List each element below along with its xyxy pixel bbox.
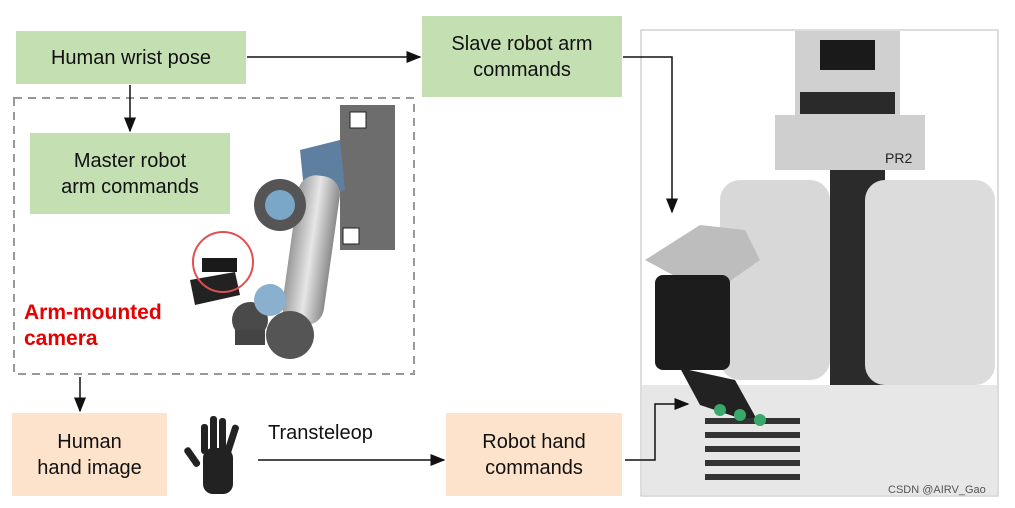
- pr2-body-text: PR2: [885, 150, 912, 166]
- arm-mounted-camera-label: Arm-mounted camera: [24, 300, 162, 353]
- master-robot-arm-box: Master robot arm commands: [30, 133, 230, 214]
- master-arm-line-2: arm commands: [61, 174, 199, 200]
- human-hand-image-box: Human hand image: [12, 413, 167, 496]
- human-wrist-pose-label: Human wrist pose: [51, 45, 211, 71]
- human-wrist-pose-box: Human wrist pose: [16, 31, 246, 84]
- human-hand-line-1: Human: [57, 429, 121, 455]
- robot-hand-line-2: commands: [485, 455, 583, 481]
- robot-hand-commands-box: Robot hand commands: [446, 413, 622, 496]
- master-arm-line-1: Master robot: [74, 148, 186, 174]
- slave-arm-line-2: commands: [473, 57, 571, 83]
- arm-camera-line-1: Arm-mounted: [24, 300, 162, 326]
- human-hand-line-2: hand image: [37, 455, 142, 481]
- slave-arm-line-1: Slave robot arm: [451, 31, 592, 57]
- hand-silhouette-icon: [183, 416, 240, 494]
- robot-hand-line-1: Robot hand: [482, 429, 585, 455]
- pr2-robot-photo: PR2: [641, 30, 998, 496]
- arm-camera-line-2: camera: [24, 326, 162, 352]
- transteleop-label: Transteleop: [268, 422, 373, 445]
- slave-robot-arm-box: Slave robot arm commands: [422, 16, 622, 97]
- watermark: CSDN @AIRV_Gao: [888, 484, 986, 496]
